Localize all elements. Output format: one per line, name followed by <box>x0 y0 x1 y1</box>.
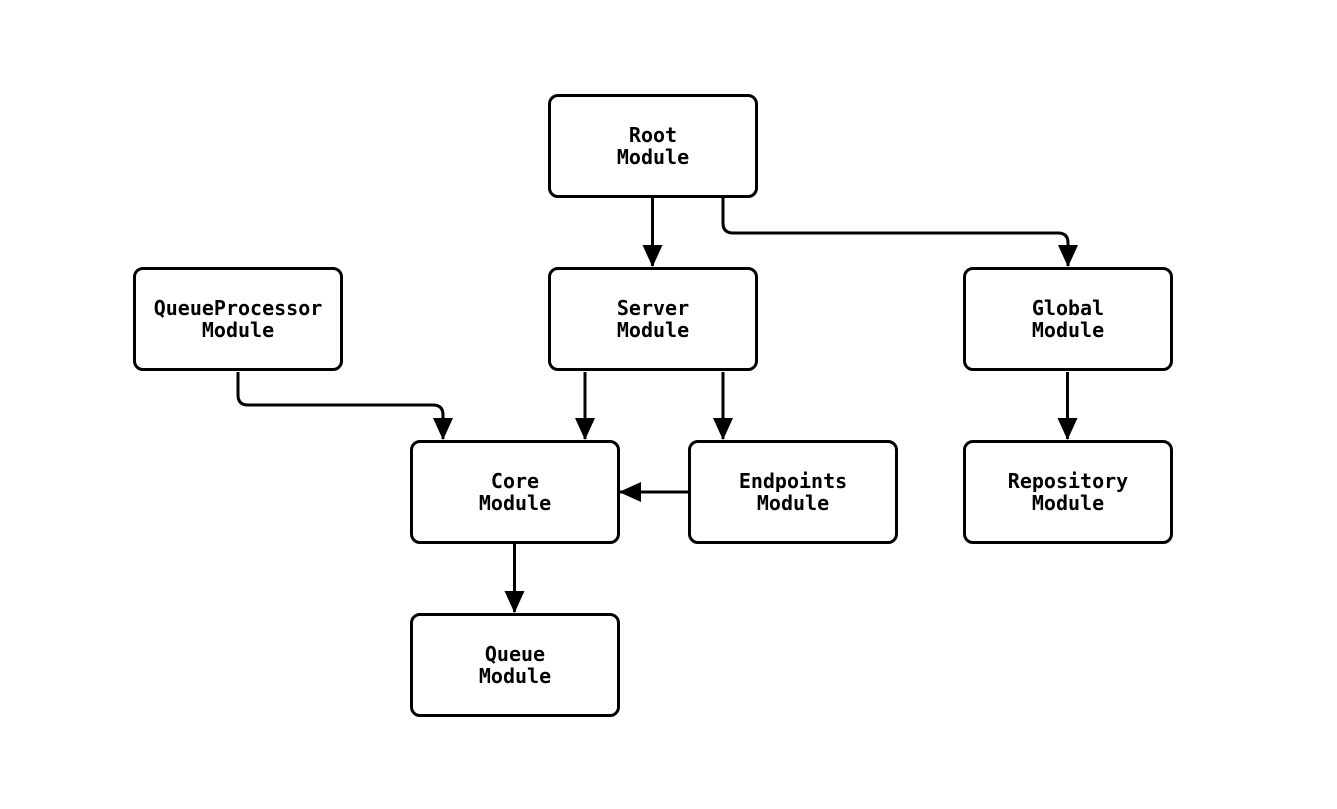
node-repository-module: Repository Module <box>963 440 1173 544</box>
node-core-module: Core Module <box>410 440 620 544</box>
node-endpoints-module: Endpoints Module <box>688 440 898 544</box>
edge-queueprocessor-to-core <box>236 372 453 440</box>
node-queueprocessor-module: QueueProcessor Module <box>133 267 343 371</box>
edge-root-to-global <box>721 198 1078 267</box>
node-queue-module: Queue Module <box>410 613 620 717</box>
node-global-module: Global Module <box>963 267 1173 371</box>
node-root-module: Root Module <box>548 94 758 198</box>
node-server-module: Server Module <box>548 267 758 371</box>
